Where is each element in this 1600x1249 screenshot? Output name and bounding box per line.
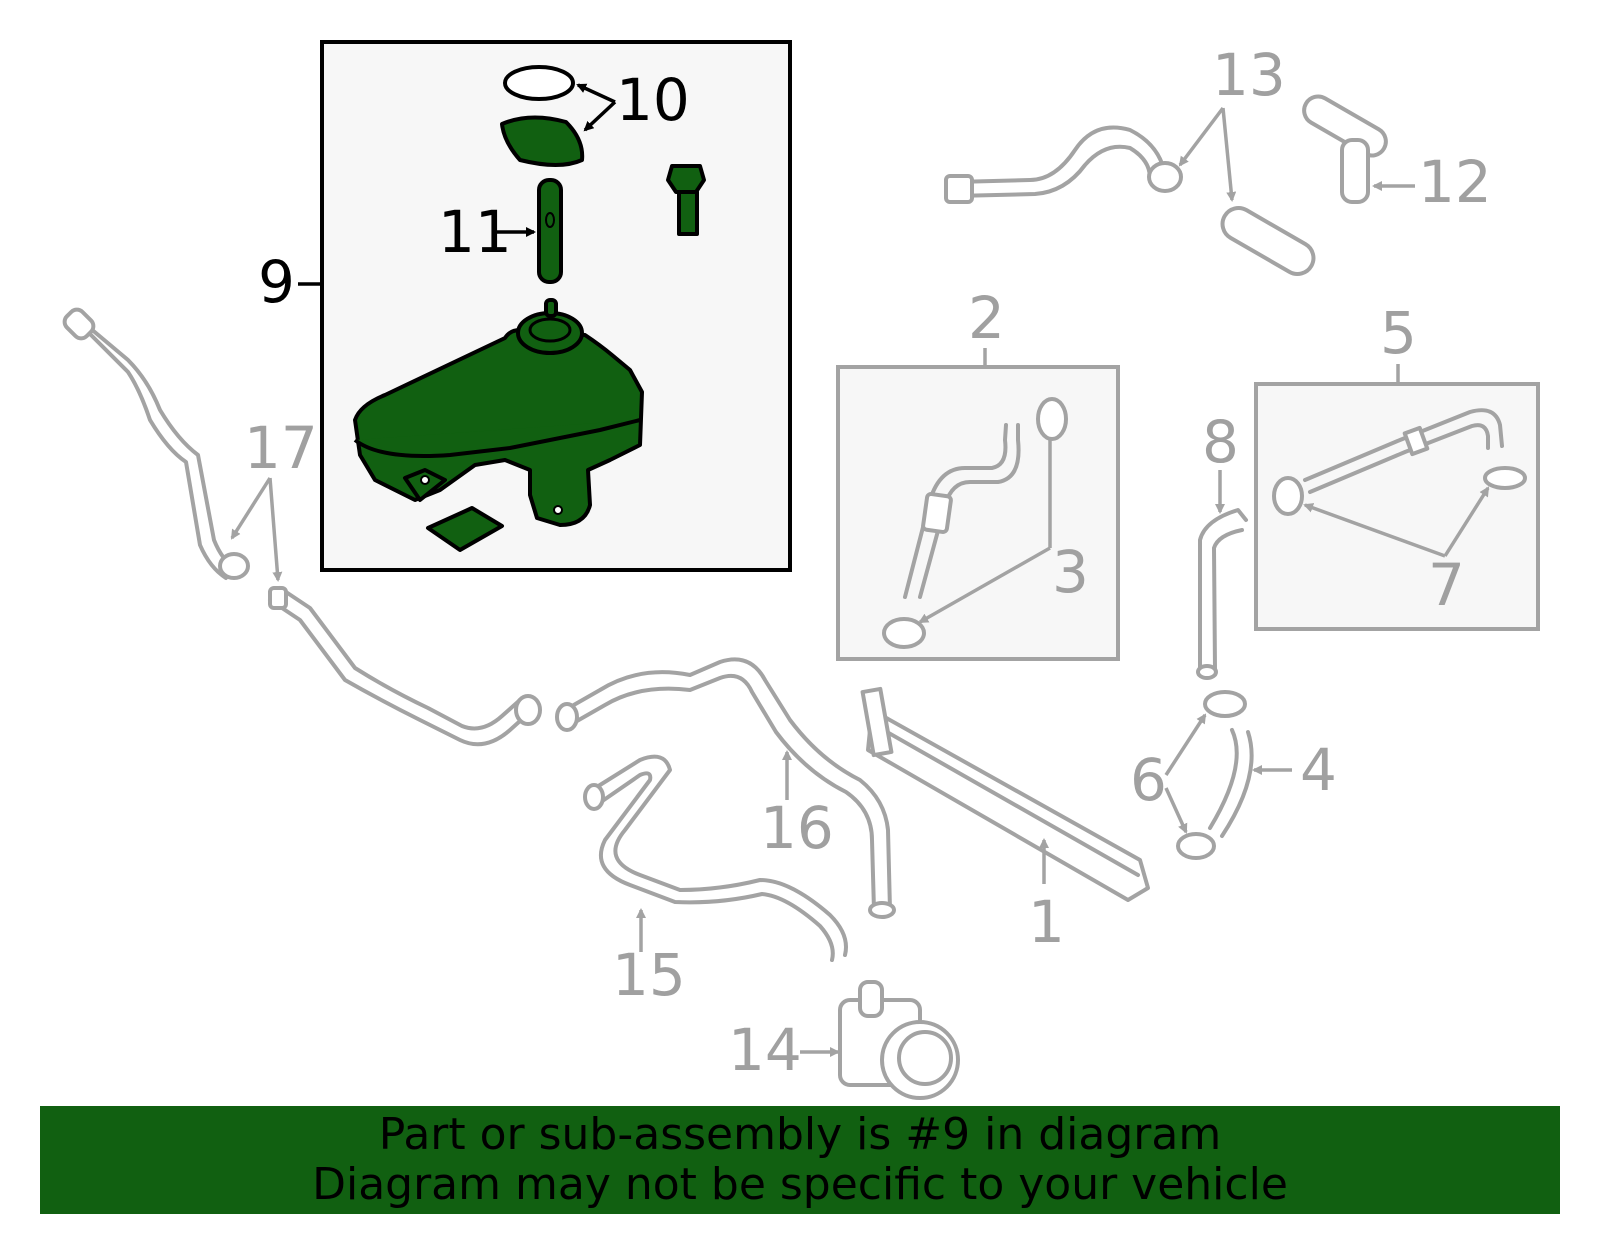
- callout-17: 17: [244, 414, 318, 482]
- coolant-reservoir-icon: [353, 298, 644, 527]
- reservoir-cap-icon: [500, 115, 585, 167]
- water-pump-14[interactable]: [800, 980, 960, 1100]
- tee-fitting-12[interactable]: [1299, 91, 1415, 204]
- callout-7: 7: [1428, 551, 1465, 619]
- callout-11: 11: [438, 198, 512, 266]
- callout-2: 2: [968, 284, 1005, 352]
- callout-12: 12: [1418, 148, 1492, 216]
- radiator-1[interactable]: [860, 686, 1150, 902]
- callout-13: 13: [1212, 41, 1286, 109]
- hose-4[interactable]: [1208, 728, 1292, 838]
- hose-box-5[interactable]: [1254, 364, 1540, 631]
- bolt-icon: [666, 164, 706, 236]
- hose-17[interactable]: [61, 306, 542, 747]
- banner-line-2: Diagram may not be specific to your vehi…: [312, 1159, 1288, 1210]
- callout-9: 9: [258, 248, 295, 316]
- hose-15[interactable]: [583, 754, 848, 962]
- callout-1: 1: [1028, 888, 1065, 956]
- hose-16[interactable]: [555, 657, 896, 919]
- callout-5: 5: [1380, 299, 1417, 367]
- hose-box-2[interactable]: [836, 348, 1120, 661]
- callout-8: 8: [1202, 408, 1239, 476]
- hose-8[interactable]: [1196, 470, 1248, 680]
- banner-line-1: Part or sub-assembly is #9 in diagram: [378, 1109, 1222, 1160]
- filler-tube-icon: [537, 178, 563, 284]
- callout-3: 3: [1052, 538, 1089, 606]
- clamps-6[interactable]: [1164, 690, 1247, 860]
- o-ring-icon: [503, 65, 575, 101]
- callout-4: 4: [1300, 736, 1337, 804]
- callout-16: 16: [760, 794, 834, 862]
- hose-13[interactable]: [944, 106, 1319, 280]
- callout-10: 10: [616, 66, 690, 134]
- pad-icon: [426, 506, 504, 552]
- callout-6: 6: [1130, 746, 1167, 814]
- callout-15: 15: [612, 941, 686, 1009]
- info-banner: Part or sub-assembly is #9 in diagram Di…: [40, 1106, 1560, 1214]
- reservoir-assembly-box[interactable]: [298, 40, 792, 572]
- callout-14: 14: [728, 1016, 802, 1084]
